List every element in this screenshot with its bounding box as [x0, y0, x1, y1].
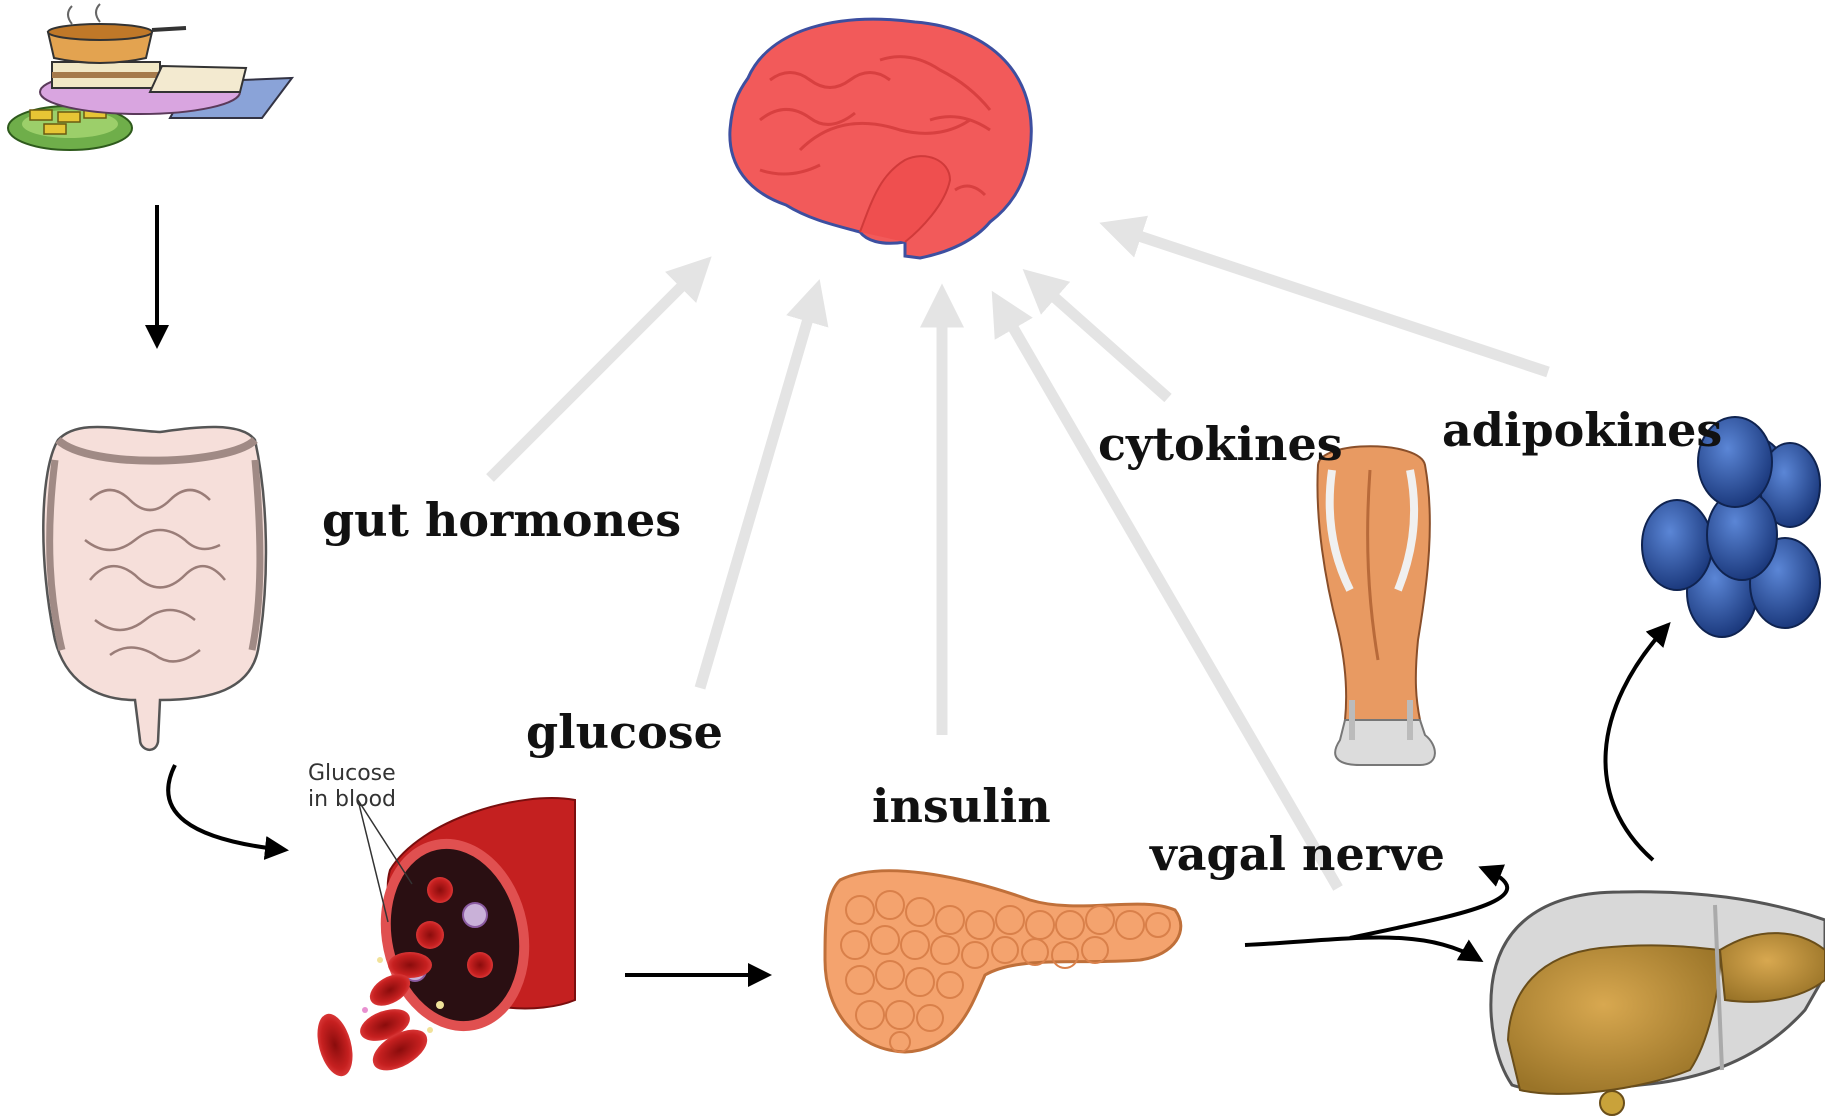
pancreas-icon	[825, 871, 1181, 1052]
muscle-icon	[1317, 446, 1434, 765]
adipokines-arrow	[1115, 228, 1548, 372]
liver-icon	[1491, 892, 1825, 1115]
cytokines-label: cytokines	[1098, 417, 1343, 471]
gut-to-blood-arrow	[168, 765, 285, 850]
blood-vessel-icon: Glucose in blood	[308, 761, 575, 1080]
gut-hormones-label: gut hormones	[322, 493, 681, 547]
intestine-icon	[43, 427, 266, 750]
brain-icon	[730, 19, 1031, 258]
pancreas-to-liver-arrow	[1245, 938, 1480, 961]
gut-hormones-arrow	[490, 268, 700, 478]
adipokines-label: adipokines	[1442, 403, 1722, 457]
cytokines-arrow	[1035, 280, 1168, 398]
glucose-caption-line2: in blood	[308, 787, 396, 812]
meal-icon	[8, 4, 292, 150]
vagal-nerve-label: vagal nerve	[1149, 827, 1445, 881]
liver-to-adipose-arrow	[1605, 625, 1668, 860]
insulin-label: insulin	[872, 779, 1051, 833]
glucose-label: glucose	[526, 705, 723, 759]
glucose-arrow	[700, 295, 815, 688]
glucose-caption-line1: Glucose	[308, 761, 396, 786]
